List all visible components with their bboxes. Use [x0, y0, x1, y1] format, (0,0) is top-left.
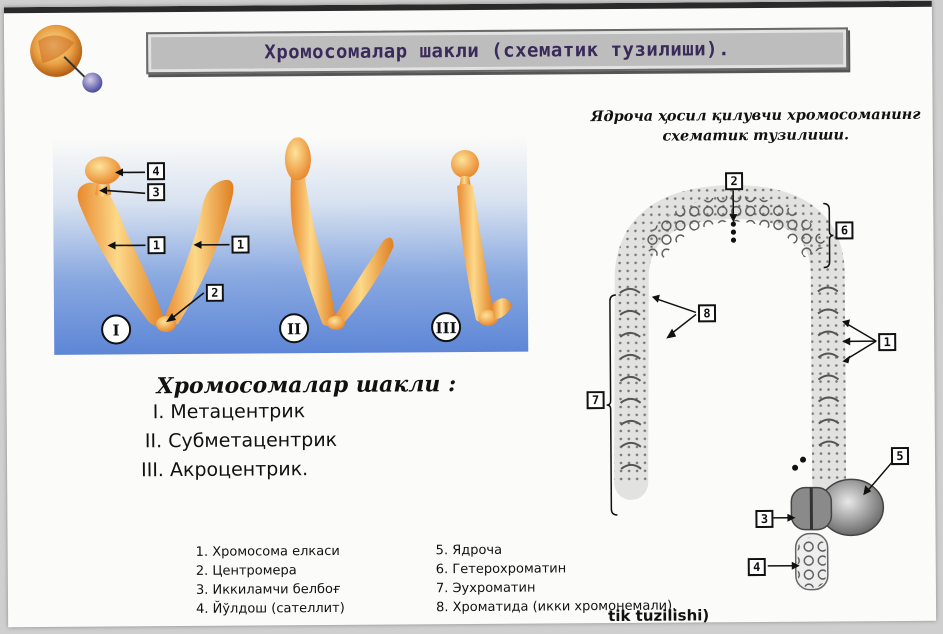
- legend-item-3: 3. Иккиламчи белбоғ: [196, 580, 345, 600]
- footer-caption-fragment: tik tuzilishi): [608, 606, 709, 625]
- slide-page: Хромосомалар шакли (схематик тузилиши).: [4, 1, 936, 627]
- legend-item-2: 2. Центромера: [196, 561, 345, 581]
- legend-item-7: 7. Эухроматин: [436, 578, 676, 599]
- callout-right-constriction: 3: [755, 510, 773, 528]
- callout-right-nucleolus: 5: [891, 447, 909, 465]
- callout-right-heterochromatin: 6: [835, 221, 853, 239]
- right-diagram-caption: Ядроча ҳосил қилувчи хромосоманинг схема…: [591, 105, 921, 147]
- legend-item-5: 5. Ядроча: [436, 540, 676, 561]
- chromosome-globe-logo-icon: [22, 18, 123, 99]
- legend-item-4: 4. Йўлдош (сателлит): [196, 599, 345, 619]
- title-banner: Хромосомалар шакли (схематик тузилиши).: [146, 27, 848, 74]
- callout-right-satellite: 4: [748, 558, 766, 576]
- forms-list: I. Метацентрик II. Субметацентрик III. А…: [141, 397, 338, 485]
- chromosome-forms-illustration: I II III: [53, 136, 528, 355]
- callout-satellite: 4: [147, 162, 165, 180]
- legend-item-6: 6. Гетерохроматин: [436, 559, 676, 580]
- legend-column-2: 5. Ядроча 6. Гетерохроматин 7. Эухромати…: [436, 540, 677, 618]
- forms-heading: Хромосомалар шакли :: [156, 371, 456, 399]
- legend-item-1: 1. Хромосома елкаси: [196, 542, 345, 562]
- callout-arm-left: 1: [147, 236, 165, 254]
- legend-column-1: 1. Хромосома елкаси 2. Центромера 3. Икк…: [196, 542, 345, 619]
- callout-right-chromatid: 8: [698, 304, 716, 322]
- callout-secondary-constriction: 3: [147, 183, 165, 201]
- nucleolar-chromosome-diagram: [575, 161, 918, 603]
- roman-label-3: III: [436, 319, 457, 337]
- page-title: Хромосомалар шакли (схематик тузилиши).: [264, 38, 730, 63]
- callout-centromere: 2: [206, 284, 224, 302]
- form-item-submetacentric: II. Субметацентрик: [145, 426, 337, 456]
- callout-right-centromere: 2: [725, 172, 743, 190]
- form-item-acrocentric: III. Акроцентрик.: [141, 455, 337, 485]
- roman-label-2: II: [287, 320, 301, 338]
- callout-arm-right: 1: [231, 236, 249, 254]
- form-item-metacentric: I. Метацентрик: [153, 397, 337, 427]
- callout-right-euchromatin: 7: [587, 391, 605, 409]
- callout-right-arm: 1: [878, 333, 896, 351]
- roman-label-1: I: [113, 321, 120, 339]
- top-edge-shadow: [4, 1, 932, 13]
